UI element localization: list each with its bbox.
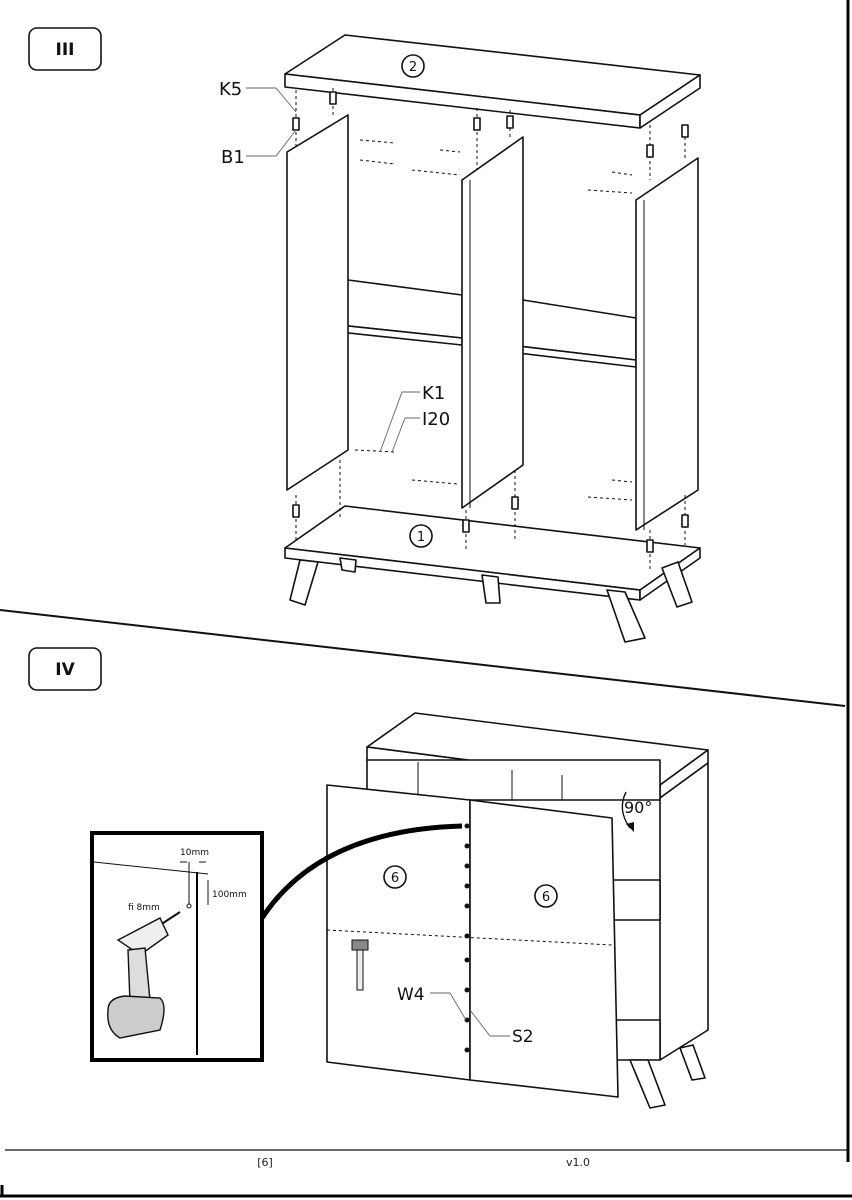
page-number: [6] <box>257 1156 273 1169</box>
part-number-door-right: 6 <box>542 890 550 905</box>
step-4-diagram: 90° 6 6 W4 S2 <box>259 712 709 1109</box>
step-3-badge: III <box>28 27 102 71</box>
offset-x-label: 10mm <box>180 848 209 858</box>
leg <box>661 561 693 608</box>
offset-y-label: 100mm <box>212 890 247 900</box>
leg <box>289 559 319 606</box>
drill-icon <box>107 911 181 1039</box>
angle-label: 90° <box>624 798 652 817</box>
leg <box>481 574 501 604</box>
drill-bit-label: fi 8mm <box>128 903 160 913</box>
right-side-panel <box>635 157 699 531</box>
drilling-detail-inset: 10mm 100mm fi 8mm <box>90 831 264 1062</box>
callout-s2: S2 <box>512 1027 534 1047</box>
middle-divider <box>461 136 524 509</box>
door-right <box>469 799 619 1098</box>
step-3-diagram: 2 1 K5 B1 K1 I20 <box>219 34 701 643</box>
left-side-panel <box>286 114 349 491</box>
part-number-bottom-panel: 1 <box>417 530 425 545</box>
callout-k1: K1 <box>422 383 445 404</box>
part-number-top-panel: 2 <box>409 60 417 75</box>
step-4-label: IV <box>55 660 75 680</box>
step-4-badge: IV <box>28 647 102 691</box>
callout-w4: W4 <box>397 985 425 1005</box>
step-separator <box>0 609 846 707</box>
part-number-door-left: 6 <box>391 871 399 886</box>
hammer-icon <box>351 939 369 991</box>
leg <box>339 557 357 573</box>
door-left <box>326 784 471 1081</box>
callout-i20: I20 <box>422 409 450 430</box>
callout-b1: B1 <box>221 147 245 168</box>
detail-connector <box>259 823 463 920</box>
callout-k5: K5 <box>219 79 242 100</box>
leg <box>606 589 646 643</box>
version-label: v1.0 <box>566 1156 590 1169</box>
step-3-label: III <box>56 40 75 60</box>
